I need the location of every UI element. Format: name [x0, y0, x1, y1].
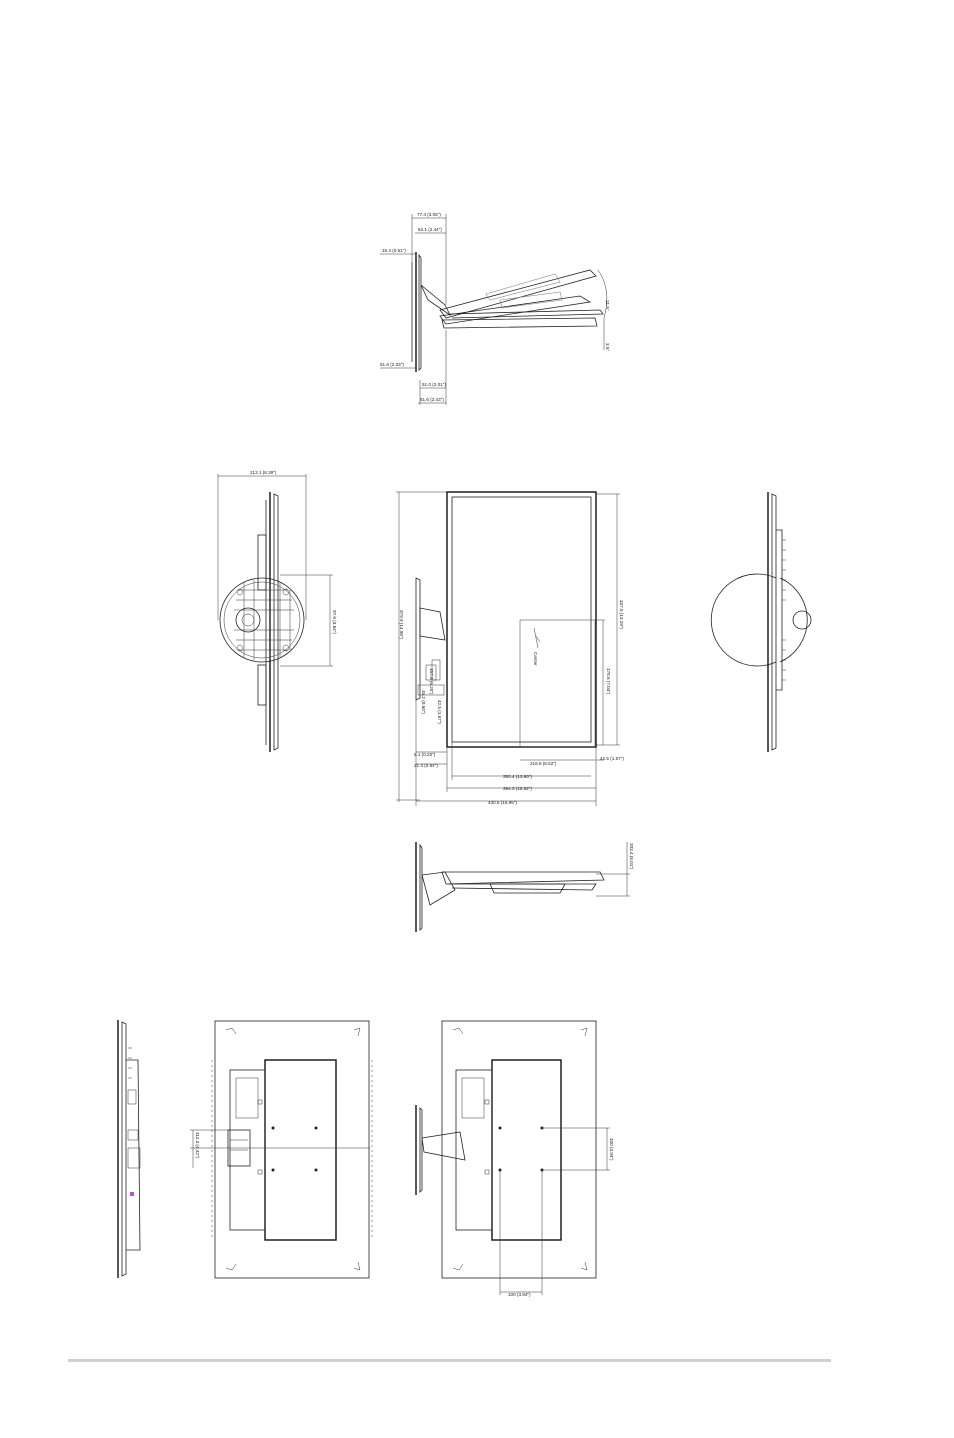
rear-view-b: 100 (3.94") 100 (3.94"): [415, 1020, 614, 1297]
dim-side-offset-a: 42.5 (1.67"): [437, 700, 442, 724]
dim-active-width: 350.4 (13.80"): [503, 774, 532, 779]
tilt-side-view: 77.4 (3.05") 62.1 (2.44") 15.4 (0.61") 5…: [380, 212, 610, 405]
dim-angle-up: 21.5°: [605, 300, 610, 311]
side-view-bottom-left: [117, 1020, 141, 1278]
dim-center-height: 178.6 (7.03"): [606, 668, 611, 695]
back-view-round-base: 213.1 (8.39") 97.6 (3.84"): [217, 470, 337, 752]
dim-top-depth: 203.4 (8.01"): [629, 843, 634, 870]
footer-rule: [68, 1359, 831, 1362]
dim-base-depth-a: 51.0 (2.01"): [422, 382, 446, 387]
dim-overall-width: 430.6 (16.95"): [488, 800, 517, 805]
dim-port-offset: 112.3 (4.42"): [195, 1132, 200, 1159]
rear-view-a: 112.3 (4.42"): [190, 1020, 373, 1279]
top-view: 203.4 (8.01"): [415, 842, 634, 932]
front-view: Center 337.6 (13.29") 178.6 (7.03") 379.…: [396, 491, 624, 806]
dim-vesa-vertical: 100 (3.94"): [609, 1138, 614, 1161]
dim-angle-down: 3.5°: [605, 343, 610, 351]
dim-bezel-bottom: 42.5 (1.67"): [600, 756, 624, 761]
dim-left-b: 5.1 (0.20"): [414, 752, 436, 757]
side-view-right: [710, 492, 812, 752]
dim-screen-width: 394.3 (15.52"): [503, 786, 532, 791]
dim-half-width: 218.9 (8.62"): [530, 761, 557, 766]
dim-base-height: 97.6 (3.84"): [332, 610, 337, 634]
dim-left-a: 21.4 (0.84"): [414, 763, 438, 768]
dim-second-width: 62.1 (2.44"): [418, 227, 442, 232]
dim-stand-height: 157.6 (6.20"): [429, 668, 434, 695]
dim-side-offset-b: 15.2 (0.60"): [421, 690, 426, 714]
dim-overall-height: 379.9 (14.96"): [399, 610, 404, 639]
center-label: Center: [533, 652, 538, 666]
dim-top-width: 77.4 (3.05"): [417, 212, 441, 217]
dim-base-depth-b: 61.6 (2.43"): [420, 397, 444, 402]
dim-bottom-height: 51.6 (2.03"): [380, 362, 404, 367]
dim-stand-width: 213.1 (8.39"): [250, 470, 277, 475]
dim-vesa-horizontal: 100 (3.94"): [508, 1292, 531, 1297]
dim-screen-height: 337.6 (13.29"): [619, 600, 624, 629]
dim-left-offset: 15.4 (0.61"): [382, 248, 406, 253]
